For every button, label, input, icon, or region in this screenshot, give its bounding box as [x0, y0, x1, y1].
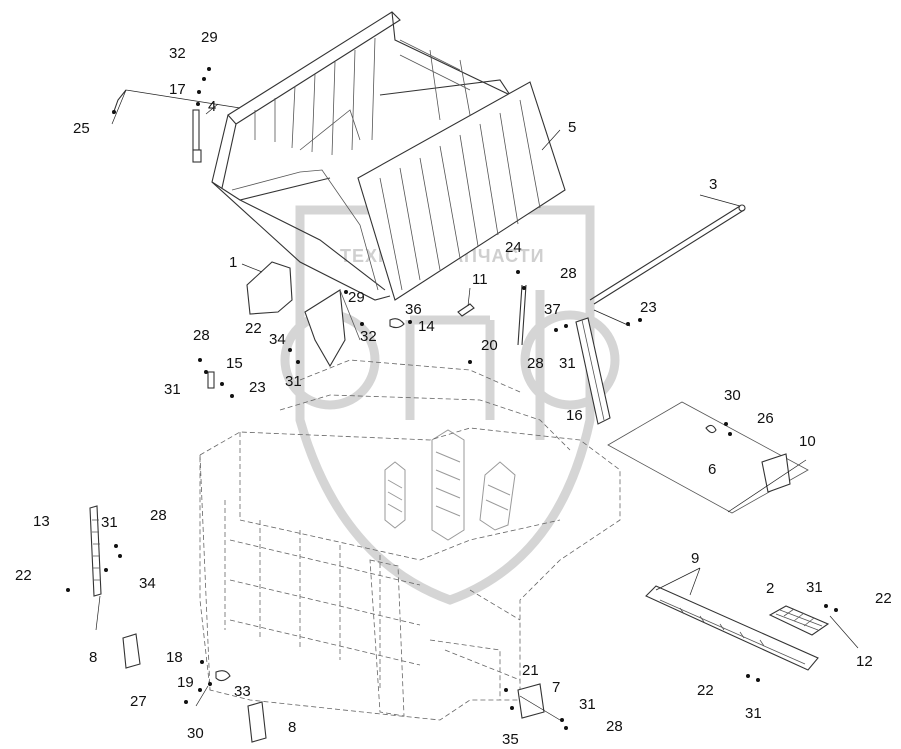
callout-13: 13 — [33, 513, 50, 530]
callout-31: 31 — [101, 514, 118, 531]
bolt-25 — [112, 89, 127, 115]
plate-10 — [761, 453, 791, 493]
fastener-dots — [66, 67, 838, 730]
callout-31: 31 — [806, 579, 823, 596]
callout-31: 31 — [164, 381, 181, 398]
rod-3 — [589, 204, 746, 305]
hood-frame — [211, 11, 511, 301]
callout-20: 20 — [481, 337, 498, 354]
plate-11 — [457, 303, 475, 317]
platform-outline — [607, 401, 809, 514]
callout-31: 31 — [745, 705, 762, 722]
callout-8: 8 — [288, 719, 296, 736]
clip-19 — [215, 670, 231, 682]
callout-22: 22 — [245, 320, 262, 337]
callout-3: 3 — [709, 176, 717, 193]
callout-37: 37 — [544, 301, 561, 318]
callout-28: 28 — [606, 718, 623, 735]
callout-28: 28 — [193, 327, 210, 344]
callout-28: 28 — [150, 507, 167, 524]
callout-24: 24 — [505, 239, 522, 256]
leader-lines — [95, 89, 859, 721]
callout-12: 12 — [856, 653, 873, 670]
callout-32: 32 — [360, 328, 377, 345]
callout-30: 30 — [187, 725, 204, 742]
panel-1 — [246, 261, 293, 315]
callout-18: 18 — [166, 649, 183, 666]
callout-31: 31 — [559, 355, 576, 372]
strut-17-4 — [192, 109, 202, 163]
callout-32: 32 — [169, 45, 186, 62]
callout-36: 36 — [405, 301, 422, 318]
callout-19: 19 — [177, 674, 194, 691]
clip-6-30 — [705, 424, 717, 434]
callout-11: 11 — [472, 271, 488, 288]
hood-side-panel-5 — [357, 81, 566, 301]
rail-13 — [89, 505, 102, 597]
callout-22: 22 — [875, 590, 892, 607]
callout-22: 22 — [15, 567, 32, 584]
callout-31: 31 — [285, 373, 302, 390]
callout-35: 35 — [502, 731, 519, 748]
cover-7 — [517, 683, 545, 719]
callout-7: 7 — [552, 679, 560, 696]
callout-5: 5 — [568, 119, 576, 136]
callout-1: 1 — [229, 254, 237, 271]
grain-ears-logo — [384, 429, 516, 541]
callout-33: 33 — [234, 683, 251, 700]
callout-28: 28 — [560, 265, 577, 282]
callout-21: 21 — [522, 662, 539, 679]
callout-28: 28 — [527, 355, 544, 372]
callout-16: 16 — [566, 407, 583, 424]
callout-15: 15 — [226, 355, 243, 372]
callout-6: 6 — [708, 461, 716, 478]
callout-9: 9 — [691, 550, 699, 567]
callout-23: 23 — [249, 379, 266, 396]
callout-27: 27 — [130, 693, 147, 710]
callout-17: 17 — [169, 81, 186, 98]
strip-16 — [575, 317, 611, 425]
cover-8-left — [122, 633, 141, 669]
callout-29: 29 — [348, 289, 365, 306]
callout-34: 34 — [269, 331, 286, 348]
callout-34: 34 — [139, 575, 156, 592]
callout-31: 31 — [579, 696, 596, 713]
callout-23: 23 — [640, 299, 657, 316]
callout-14: 14 — [418, 318, 435, 335]
callout-labels: 29 32 17 4 25 5 3 1 24 28 11 29 36 14 32… — [15, 29, 892, 748]
cover-8-bottom — [247, 701, 267, 743]
bracket-29-32 — [304, 289, 361, 368]
bracket-15 — [207, 371, 215, 389]
callout-22: 22 — [697, 682, 714, 699]
callout-29: 29 — [201, 29, 218, 46]
callout-10: 10 — [799, 433, 816, 450]
callout-8: 8 — [89, 649, 97, 666]
callout-4: 4 — [208, 98, 216, 115]
clamp-36-14 — [389, 318, 405, 329]
callout-2: 2 — [766, 580, 774, 597]
main-body — [199, 359, 621, 721]
pin-24 — [517, 284, 527, 346]
callout-26: 26 — [757, 410, 774, 427]
callout-25: 25 — [73, 120, 90, 137]
step-9 — [645, 585, 819, 671]
grate-2 — [768, 605, 830, 636]
callout-30: 30 — [724, 387, 741, 404]
